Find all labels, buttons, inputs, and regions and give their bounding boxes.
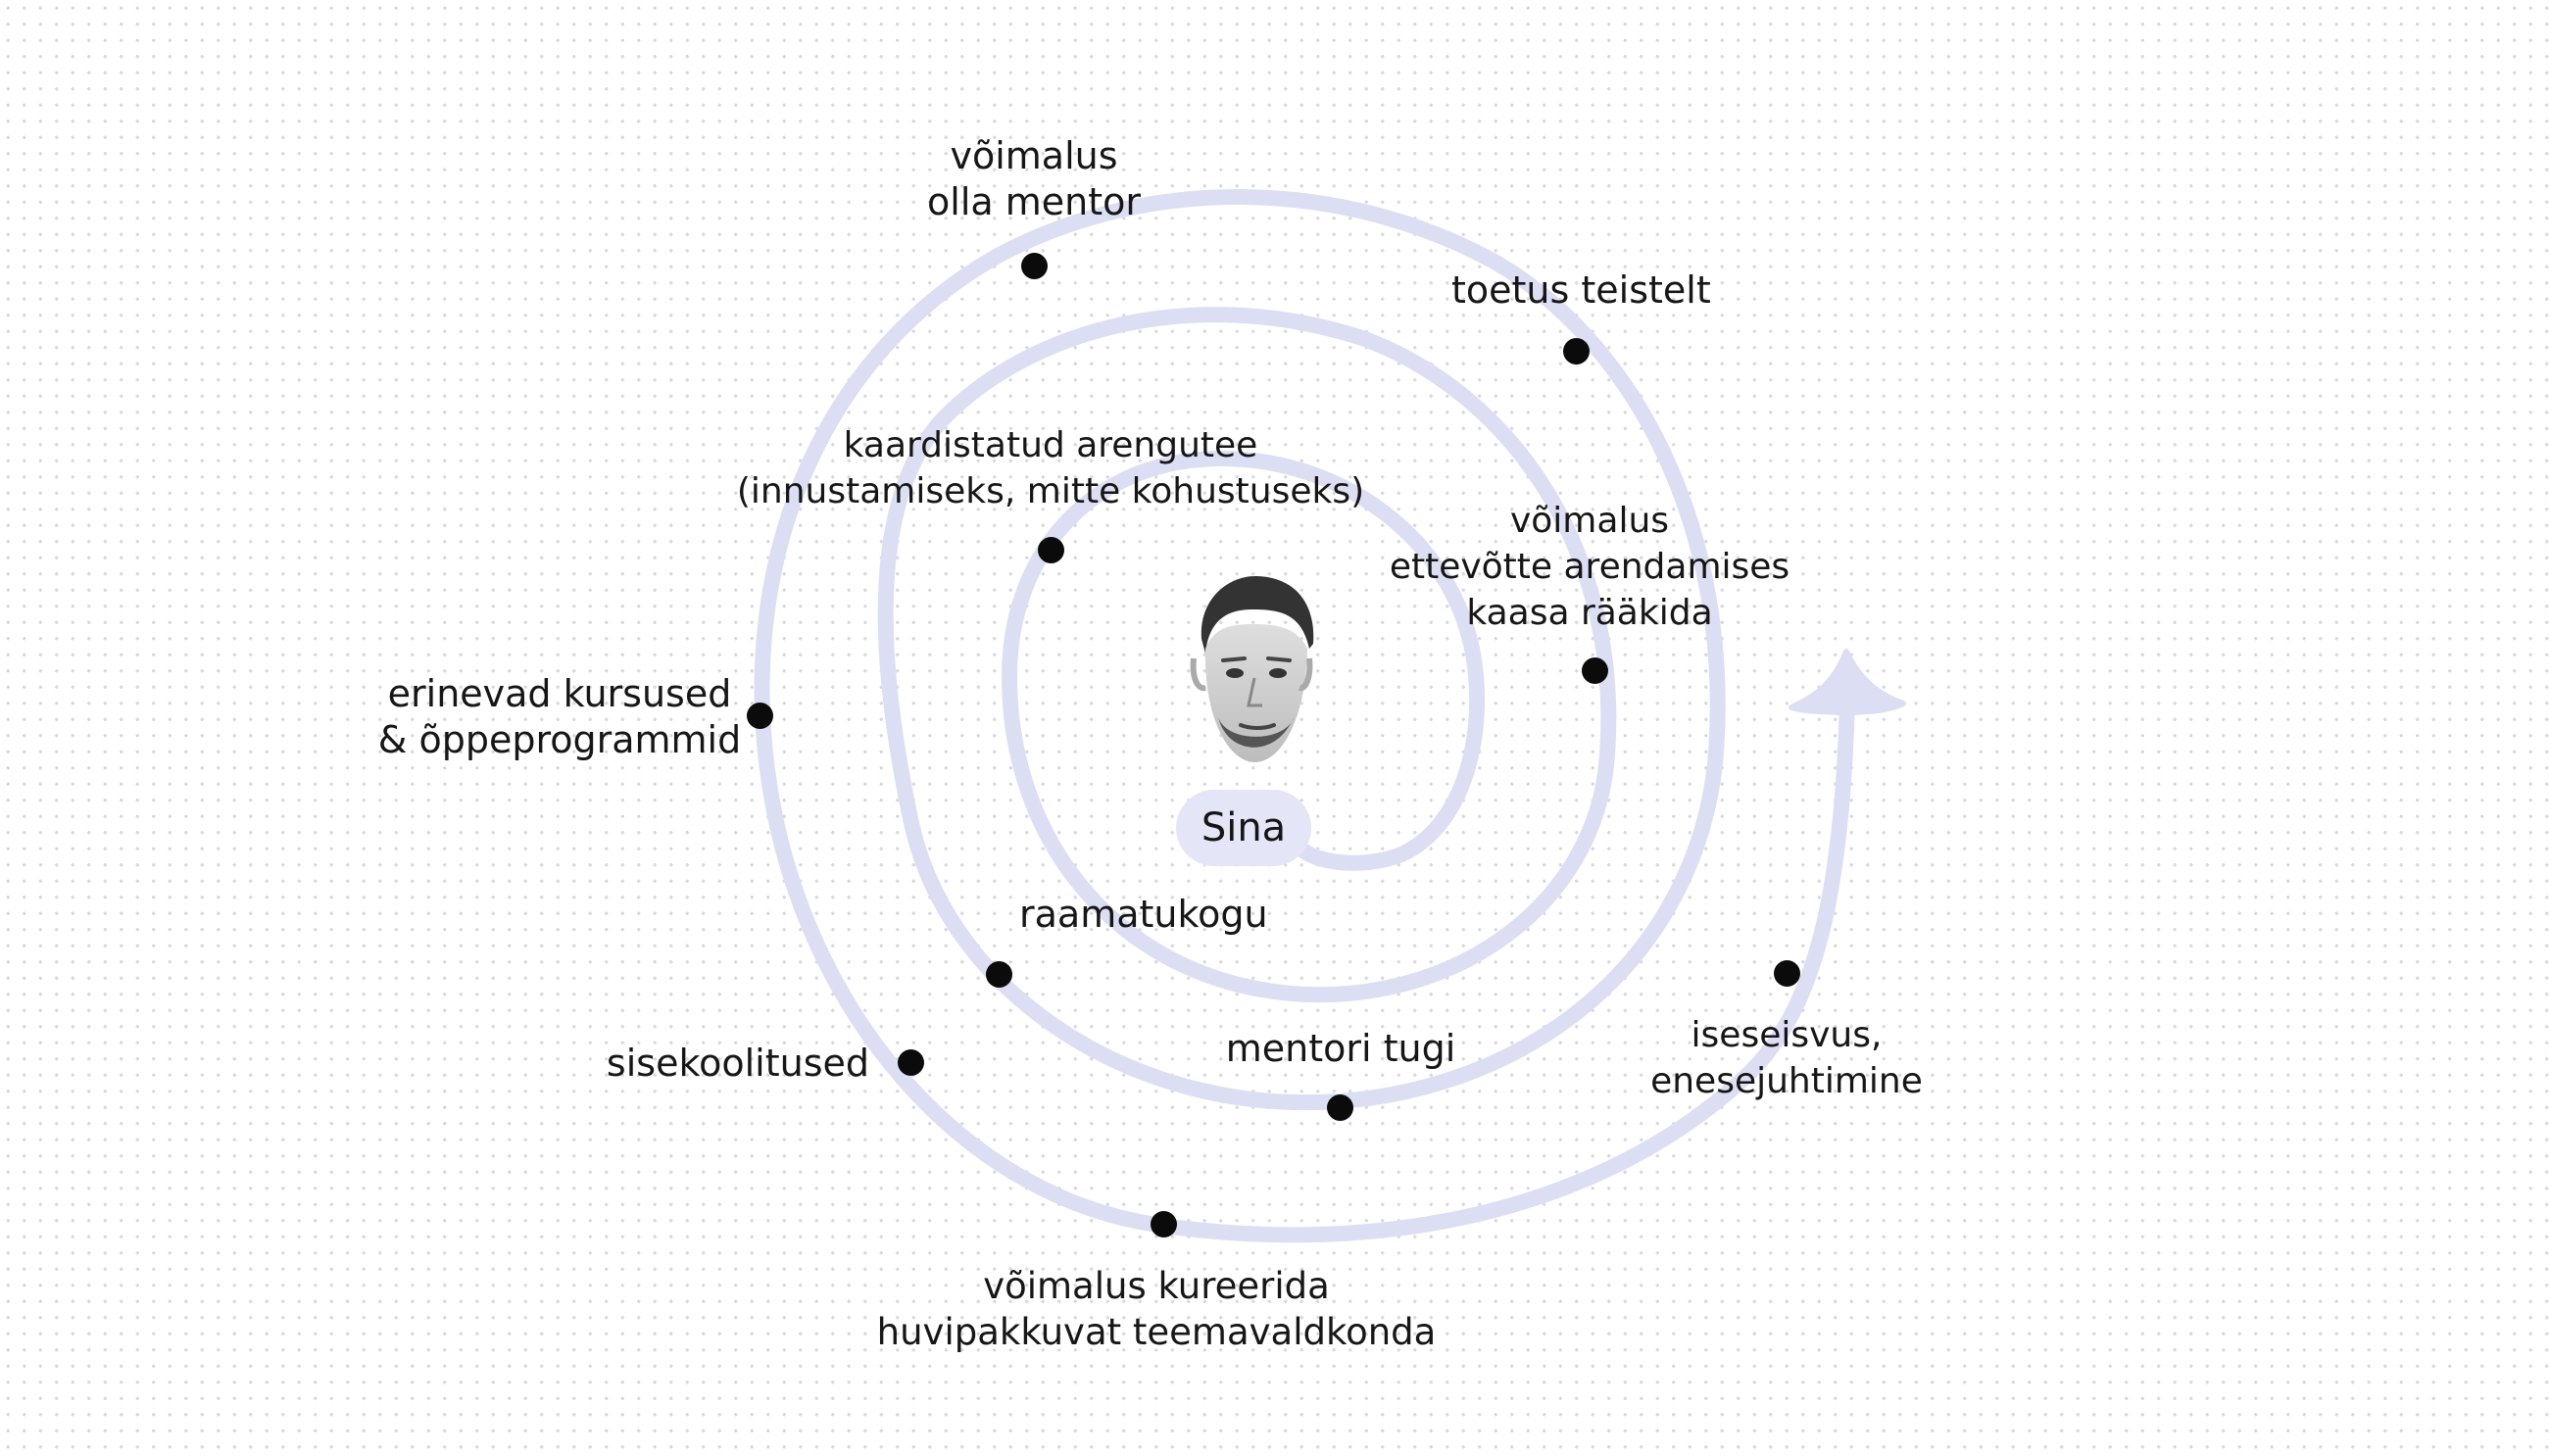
- label-support-from-others: toetus teistelt: [1451, 268, 1711, 312]
- label-independence: iseseisvus, enesejuhtimine: [1650, 1015, 1923, 1101]
- milestone-curate-topic-dot: [1150, 1210, 1177, 1238]
- label-library: raamatukogu: [1019, 893, 1268, 936]
- milestone-independence-dot: [1773, 959, 1800, 987]
- arrow-up-icon: [1789, 649, 1906, 716]
- label-curate-topic: võimalus kureerida huvipakkuvat teemaval…: [876, 1265, 1437, 1353]
- person-portrait-icon: [1184, 570, 1319, 766]
- label-courses: erinevad kursused & õppeprogrammid: [377, 672, 742, 761]
- milestone-company-development-dot: [1581, 656, 1608, 684]
- milestone-mentor-support-dot: [1326, 1093, 1353, 1121]
- label-mentor-support: mentori tugi: [1225, 1027, 1456, 1070]
- milestone-career-path-dot: [1037, 536, 1064, 563]
- spiral-path: [754, 189, 1855, 1243]
- center-badge: Sina: [1176, 790, 1311, 866]
- milestone-library-dot: [985, 960, 1012, 988]
- milestone-courses-dot: [746, 702, 773, 729]
- milestone-support-dot: [1562, 337, 1590, 364]
- milestone-internal-trainings-dot: [897, 1048, 924, 1076]
- label-mentor-opportunity: võimalus olla mentor: [927, 134, 1141, 223]
- label-company-development: võimalus ettevõtte arendamises kaasa rää…: [1389, 501, 1790, 633]
- milestone-mentor-opportunity-dot: [1020, 252, 1048, 279]
- label-career-path: kaardistatud arengutee (innustamiseks, m…: [736, 425, 1365, 511]
- label-internal-trainings: sisekoolitused: [606, 1042, 869, 1085]
